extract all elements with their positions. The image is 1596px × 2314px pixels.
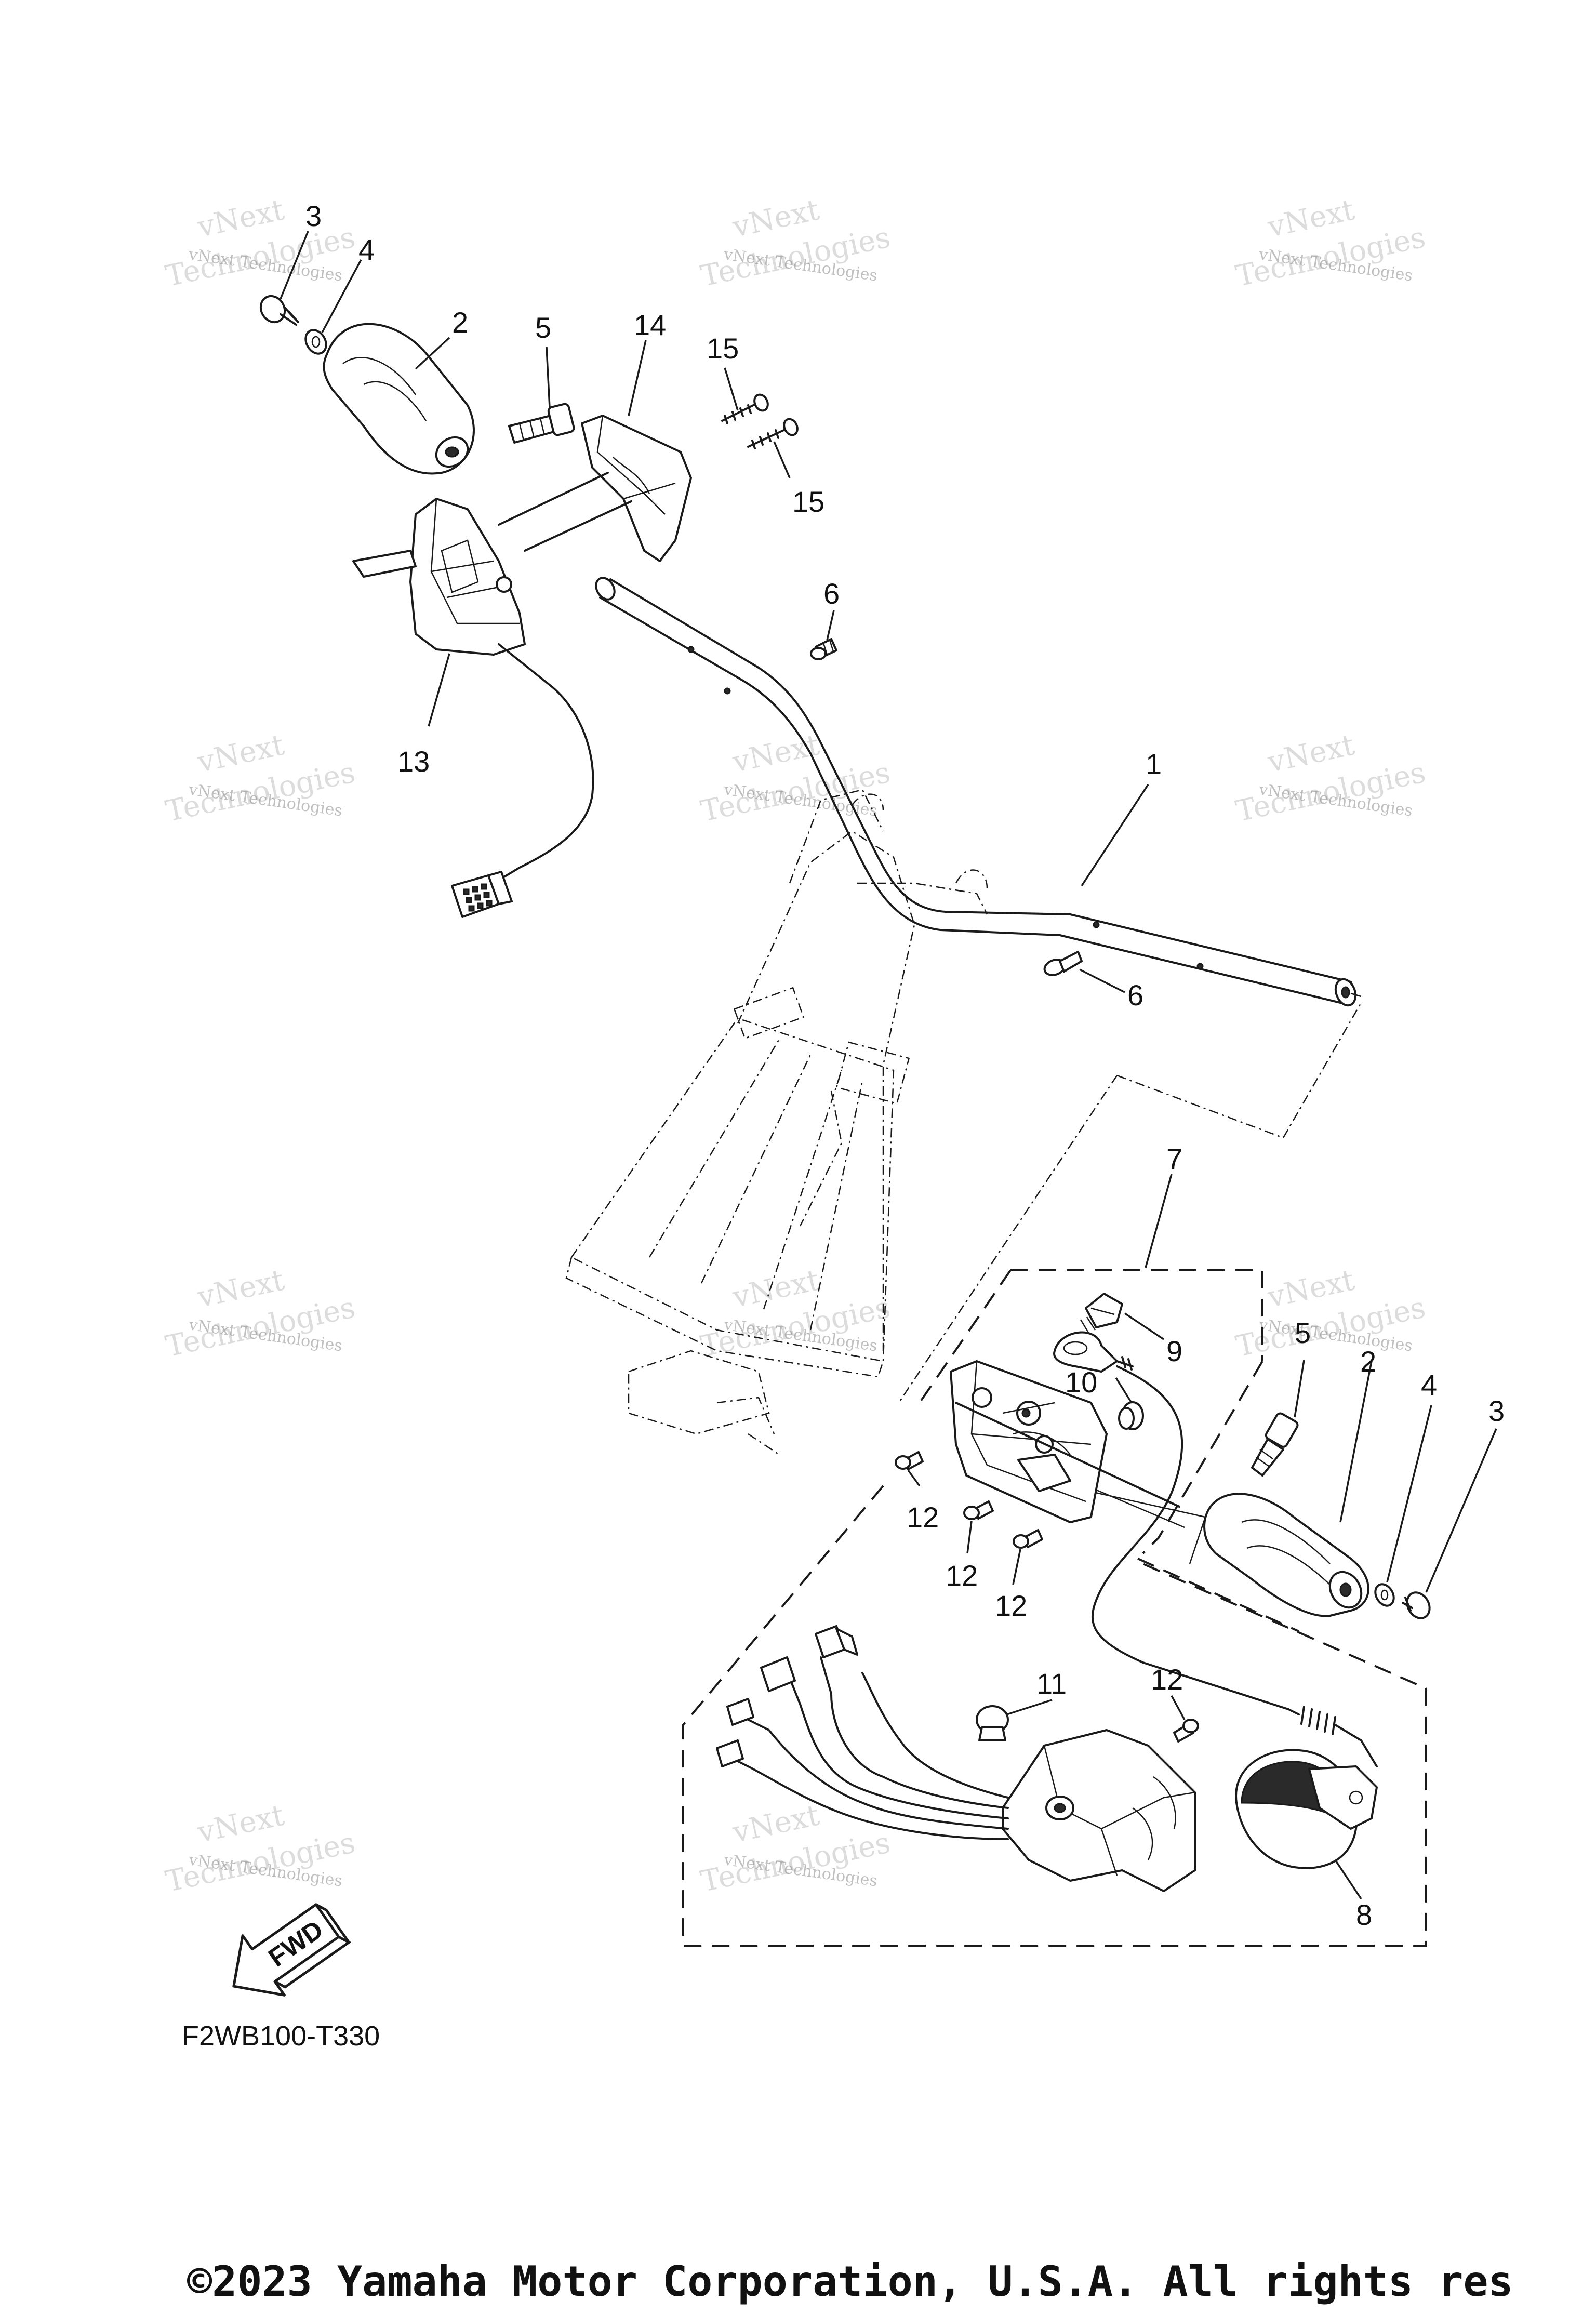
callout-1: 1	[1146, 748, 1162, 780]
switch-screw-12a	[895, 1451, 924, 1470]
right-grip-bolt	[1251, 1412, 1299, 1477]
switch-grommet-10	[1118, 1401, 1144, 1430]
switch-cover-screw-upper	[721, 393, 769, 424]
callout-12: 12	[995, 1589, 1027, 1622]
callout-11: 11	[1036, 1667, 1067, 1700]
switch-assembly-outline	[682, 1269, 1427, 1947]
callout-12: 12	[1151, 1663, 1183, 1696]
switch-screw-9	[1080, 1293, 1123, 1333]
switch-lower-housing	[1002, 1729, 1196, 1892]
callout-2: 2	[452, 306, 468, 339]
callout-10: 10	[1065, 1366, 1097, 1399]
callout-15: 15	[707, 332, 739, 365]
callout-6: 6	[1127, 979, 1143, 1012]
callout-14: 14	[634, 309, 666, 341]
switch-cover	[581, 415, 692, 562]
right-switch-body	[950, 1360, 1180, 1523]
switch-screw-12c	[1013, 1529, 1043, 1549]
right-grip-washer	[1374, 1583, 1395, 1607]
callout-4: 4	[1421, 1368, 1437, 1401]
leader-lines	[280, 231, 1497, 1899]
callout-4: 4	[358, 233, 375, 266]
callout-3: 3	[305, 200, 322, 232]
callout-12: 12	[907, 1501, 939, 1534]
left-bolt	[508, 403, 575, 444]
fwd-arrow-icon: FWD	[232, 1903, 352, 1997]
left-grip	[323, 323, 475, 475]
callout-7: 7	[1166, 1142, 1182, 1175]
callout-5: 5	[1295, 1316, 1311, 1349]
lanyard-clip	[1053, 1331, 1134, 1373]
callout-3: 3	[1488, 1394, 1505, 1427]
handlebar-screw-lower	[1043, 951, 1083, 976]
callout-2: 2	[1360, 1345, 1376, 1378]
switch-screw-12d	[1173, 1719, 1199, 1743]
left-grip-end-screw	[259, 295, 299, 326]
switch-wire-harness	[716, 1625, 1009, 1840]
callout-12: 12	[946, 1559, 978, 1592]
switch-cover-screw-lower	[747, 418, 799, 449]
left-switch-housing	[352, 472, 632, 918]
callout-13: 13	[397, 745, 430, 778]
callout-5: 5	[535, 311, 551, 344]
callout-15: 15	[792, 485, 824, 518]
switch-screw-12b	[963, 1500, 994, 1520]
callout-labels: 3 4 2 5 14 15 15 6 13 1 6 7 9 10 5 2 4 3…	[305, 200, 1505, 1931]
callout-6: 6	[823, 577, 840, 610]
callout-8: 8	[1356, 1898, 1372, 1931]
switch-grommet-11	[976, 1705, 1009, 1741]
callout-9: 9	[1166, 1335, 1182, 1367]
lanyard-cap	[1235, 1749, 1378, 1869]
lanyard-cable	[1091, 1365, 1378, 1767]
copyright-footer: ©2023 Yamaha Motor Corporation, U.S.A. A…	[187, 2257, 1513, 2306]
handlebar-screw-upper	[810, 638, 837, 660]
drawing-code: F2WB100-T330	[182, 2020, 380, 2052]
right-grip	[1203, 1493, 1369, 1617]
left-grip-washer	[304, 329, 327, 355]
handlebar	[595, 577, 1362, 1007]
steering-column-phantom	[565, 789, 988, 1456]
right-grip-end-screw	[1402, 1591, 1431, 1619]
